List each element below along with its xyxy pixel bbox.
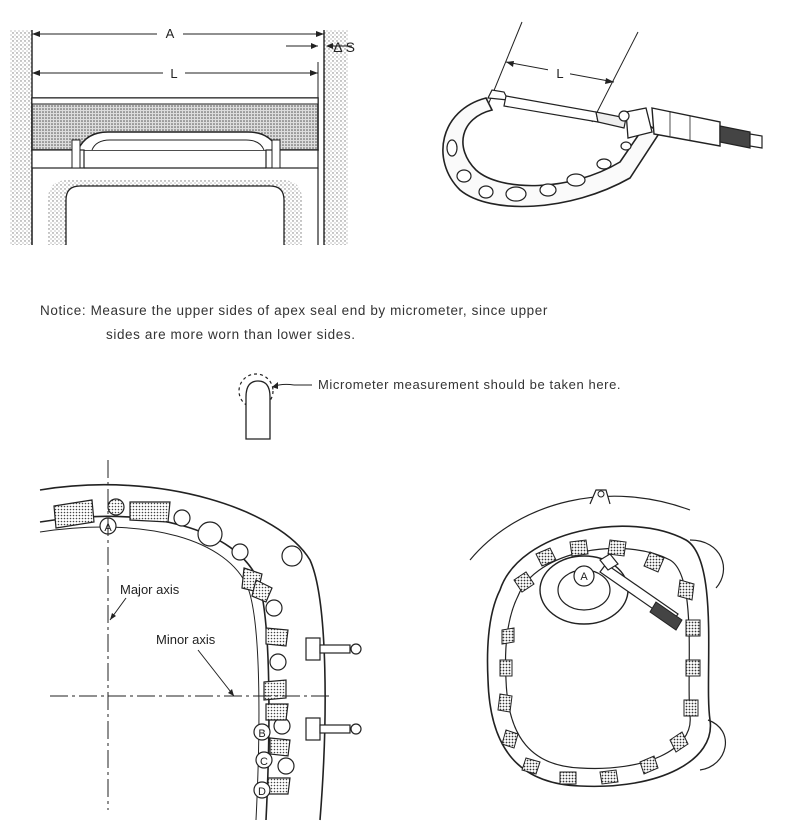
micrometer-frame: [442, 97, 662, 208]
rotor-housing-axes-figure: A B C D Major axis Minor axis: [39, 460, 362, 821]
rotor-housing-measurement-figure: A: [469, 489, 726, 788]
major-axis-label: Major axis: [120, 582, 180, 597]
delta-s-label: Δ S: [333, 39, 355, 55]
dimension-l-label: L: [170, 66, 177, 81]
micrometer-l-label: L: [556, 66, 563, 81]
point-d-label: D: [258, 786, 266, 798]
notice-line-1: Notice: Measure the upper sides of apex …: [40, 303, 548, 318]
micrometer-illustration: L: [442, 21, 763, 208]
minor-axis-label: Minor axis: [156, 632, 216, 647]
housing-wall-left: [10, 30, 32, 245]
point-c-label: C: [260, 756, 268, 768]
housing-wall-right: [324, 30, 348, 245]
callout-text: Micrometer measurement should be taken h…: [318, 377, 622, 392]
notice-line-2: sides are more worn than lower sides.: [106, 327, 356, 342]
rotor-groove: [31, 167, 319, 245]
dimension-a-label: A: [166, 26, 175, 41]
apex-seal-dimension-figure: A Δ S L: [10, 24, 355, 245]
point-a-right-label: A: [580, 571, 588, 583]
point-b-label: B: [258, 728, 265, 740]
seal-end-callout-figure: [238, 373, 312, 440]
